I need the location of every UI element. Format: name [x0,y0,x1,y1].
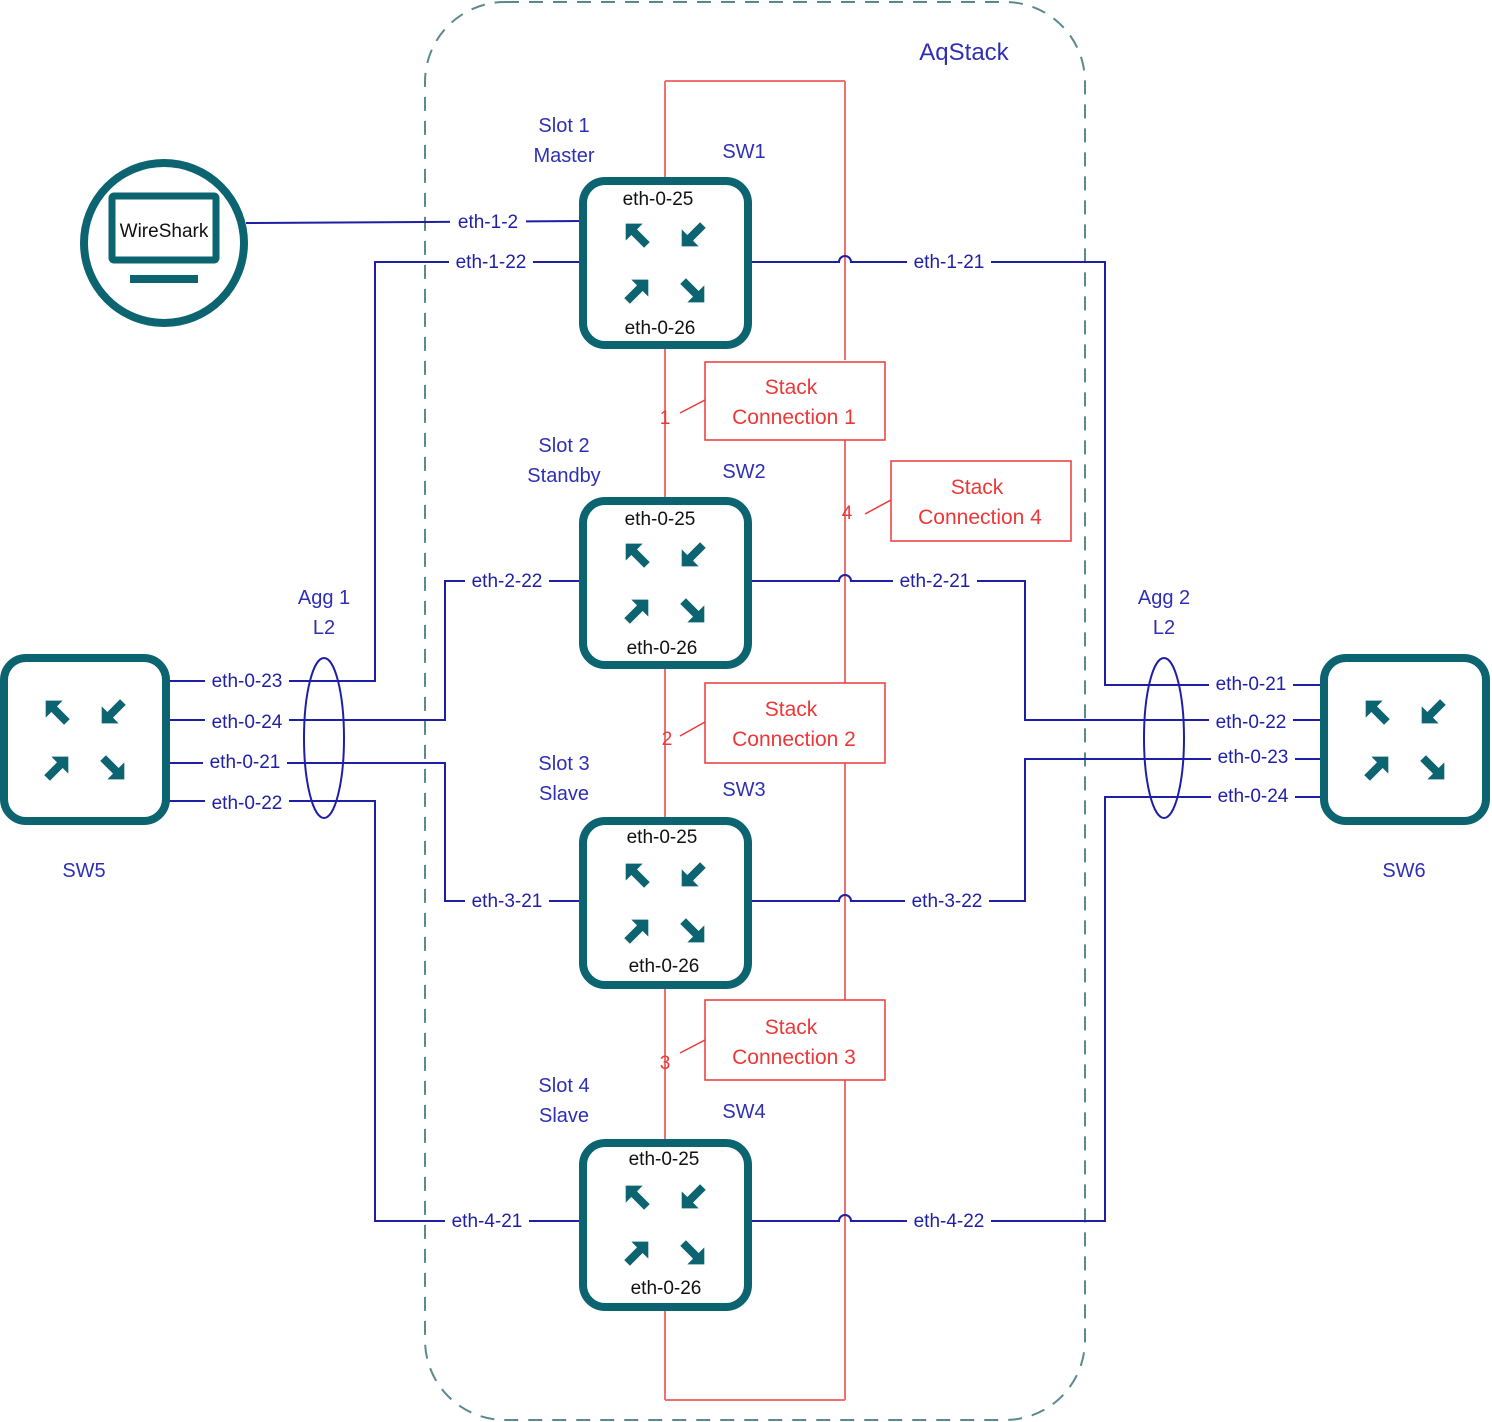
switch-name: SW6 [1382,860,1425,882]
switch-sw6[interactable] [1320,654,1490,825]
agg1-label: Agg 1 [298,587,350,609]
stack-connection-label: Connection 1 [732,406,856,429]
role-label: Slave [539,783,589,805]
port-label: eth-1-21 [914,252,985,273]
stack-connection-label: Stack [951,476,1004,499]
port-label: eth-0-25 [623,189,694,210]
agg1-ellipse [303,657,345,819]
slot-label: Slot 3 [538,753,589,775]
switch-name: SW1 [722,141,765,163]
stack-connection-number: 4 [842,503,853,524]
stack-ring [664,80,846,1401]
monitor-icon [108,192,220,264]
switch-sw1[interactable]: eth-0-25 eth-0-26 [579,177,752,349]
switch-name: SW5 [62,860,105,882]
port-label: eth-0-25 [627,827,698,848]
role-label: Master [533,145,594,167]
role-label: Standby [527,465,600,487]
stack-container [424,1,1086,1421]
port-label: eth-2-22 [472,571,543,592]
port-label: eth-0-25 [625,509,696,530]
port-label: eth-1-22 [456,252,527,273]
slot-label: Slot 4 [538,1075,589,1097]
port-label: eth-0-23 [1218,747,1289,768]
stack-connection-4: 4 Stack Connection 4 [842,460,1072,542]
port-label: eth-3-21 [472,891,543,912]
agg2-label: L2 [1153,617,1175,639]
port-label: eth-2-21 [900,571,971,592]
agg2-label: Agg 2 [1138,587,1190,609]
stack-connection-number: 2 [662,729,673,750]
stack-connection-label: Connection 3 [732,1046,856,1069]
slot-label: Slot 1 [538,115,589,137]
port-label: eth-4-22 [914,1211,985,1232]
stack-connection-number: 1 [660,408,671,429]
port-label: eth-3-22 [912,891,983,912]
stack-connection-label: Connection 4 [918,506,1042,529]
stack-connection-label: Stack [765,376,818,399]
wireshark-node[interactable]: WireShark [80,159,248,327]
port-label: eth-0-25 [629,1149,700,1170]
role-label: Slave [539,1105,589,1127]
port-label: eth-4-21 [452,1211,523,1232]
port-label: eth-0-26 [631,1278,702,1299]
port-label: eth-0-24 [1218,786,1289,807]
stack-connection-1: 1 Stack Connection 1 [660,361,886,441]
port-label: eth-0-26 [625,318,696,339]
stack-connection-label: Stack [765,1016,818,1039]
port-label: eth-0-26 [629,956,700,977]
switch-name: SW2 [722,461,765,483]
wireshark-label: WireShark [120,221,209,242]
switch-sw4[interactable]: eth-0-25 eth-0-26 [579,1139,752,1311]
port-label: eth-0-21 [210,752,281,773]
stack-connection-label: Stack [765,698,818,721]
slot-label: Slot 2 [538,435,589,457]
stack-title: AqStack [919,39,1009,66]
agg2-ellipse [1143,657,1185,819]
stack-connection-label: Connection 2 [732,728,856,751]
port-label: eth-0-24 [212,712,283,733]
port-label: eth-0-21 [1216,674,1287,695]
switch-name: SW4 [722,1101,765,1123]
stack-connection-2: 2 Stack Connection 2 [662,682,886,764]
switch-sw5[interactable] [0,654,170,825]
wireshark-port: eth-1-2 [458,212,518,233]
port-label: eth-0-22 [212,793,283,814]
port-label: eth-0-22 [1216,712,1287,733]
agg1-label: L2 [313,617,335,639]
switch-name: SW3 [722,779,765,801]
port-label: eth-0-26 [627,638,698,659]
stack-connection-number: 3 [660,1053,671,1074]
stack-connection-3: 3 Stack Connection 3 [660,999,886,1081]
port-label: eth-0-23 [212,671,283,692]
switch-sw2[interactable]: eth-0-25 eth-0-26 [579,497,752,669]
switch-sw3[interactable]: eth-0-25 eth-0-26 [579,817,752,989]
